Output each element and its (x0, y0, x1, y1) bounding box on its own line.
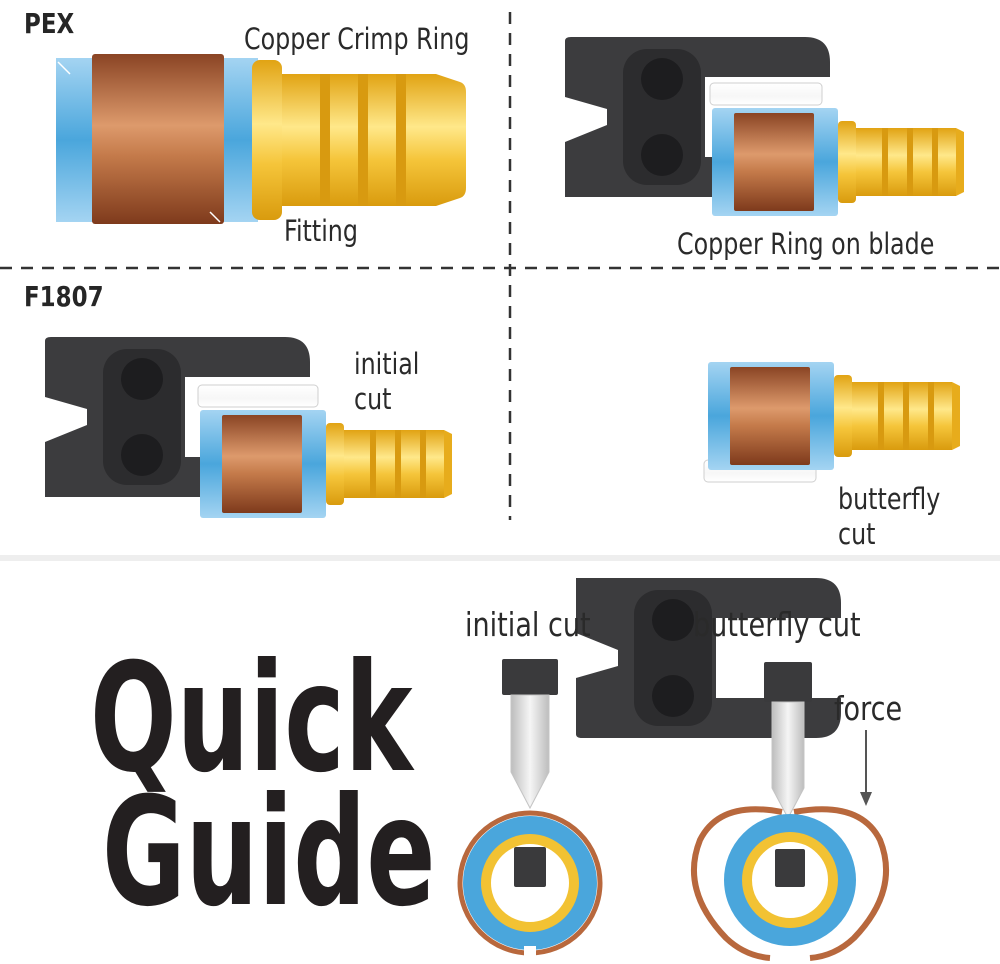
ring-and-fitting (708, 362, 960, 470)
fitting-ring (481, 834, 579, 932)
copper-crimp-ring (92, 54, 224, 224)
initial-cut-assembly (45, 337, 452, 518)
copper-ring-left (691, 806, 783, 961)
quick-guide-title-line1: Quick (90, 632, 413, 806)
blade-holder (764, 662, 812, 702)
section-separator (0, 555, 1000, 561)
ring-and-fitting (200, 410, 452, 518)
pex-ring (463, 816, 597, 950)
pex-fitting-assembly (56, 54, 466, 224)
butterfly-cut-ring-diagram (691, 662, 889, 961)
ring-on-blade-assembly (565, 37, 964, 216)
pex-ring (724, 814, 856, 946)
butterfly-cut-assembly (576, 362, 960, 738)
fitting-ring (742, 832, 838, 928)
force-arrow-head (860, 792, 872, 806)
quick-guide-initial-cut-label: initial cut (465, 605, 591, 644)
copper-ring-on-blade-label: Copper Ring on blade (677, 227, 935, 261)
initial-cut-label: initial cut (354, 347, 420, 417)
butterfly-cut-label: butterfly cut (838, 482, 941, 552)
pex-section-title: PEX (24, 7, 75, 40)
force-label: force (834, 689, 903, 728)
blade-holder (502, 659, 558, 695)
cutting-blade (510, 694, 550, 810)
blade (709, 82, 823, 106)
fitting-label: Fitting (284, 214, 358, 248)
quick-guide-title-line2: Guide (102, 766, 436, 940)
copper-crimp-ring-label: Copper Crimp Ring (244, 22, 470, 56)
ring-and-fitting (712, 108, 964, 216)
f1807-section-title: F1807 (24, 280, 104, 313)
fitting-collar (252, 60, 282, 220)
cutting-blade (771, 701, 805, 820)
anvil (514, 847, 546, 887)
quick-guide-butterfly-cut-label: butterfly cut (693, 605, 861, 644)
blade (197, 384, 319, 408)
copper-ring-right (793, 806, 889, 961)
anvil (775, 849, 805, 887)
initial-cut-ring-diagram (457, 659, 603, 958)
